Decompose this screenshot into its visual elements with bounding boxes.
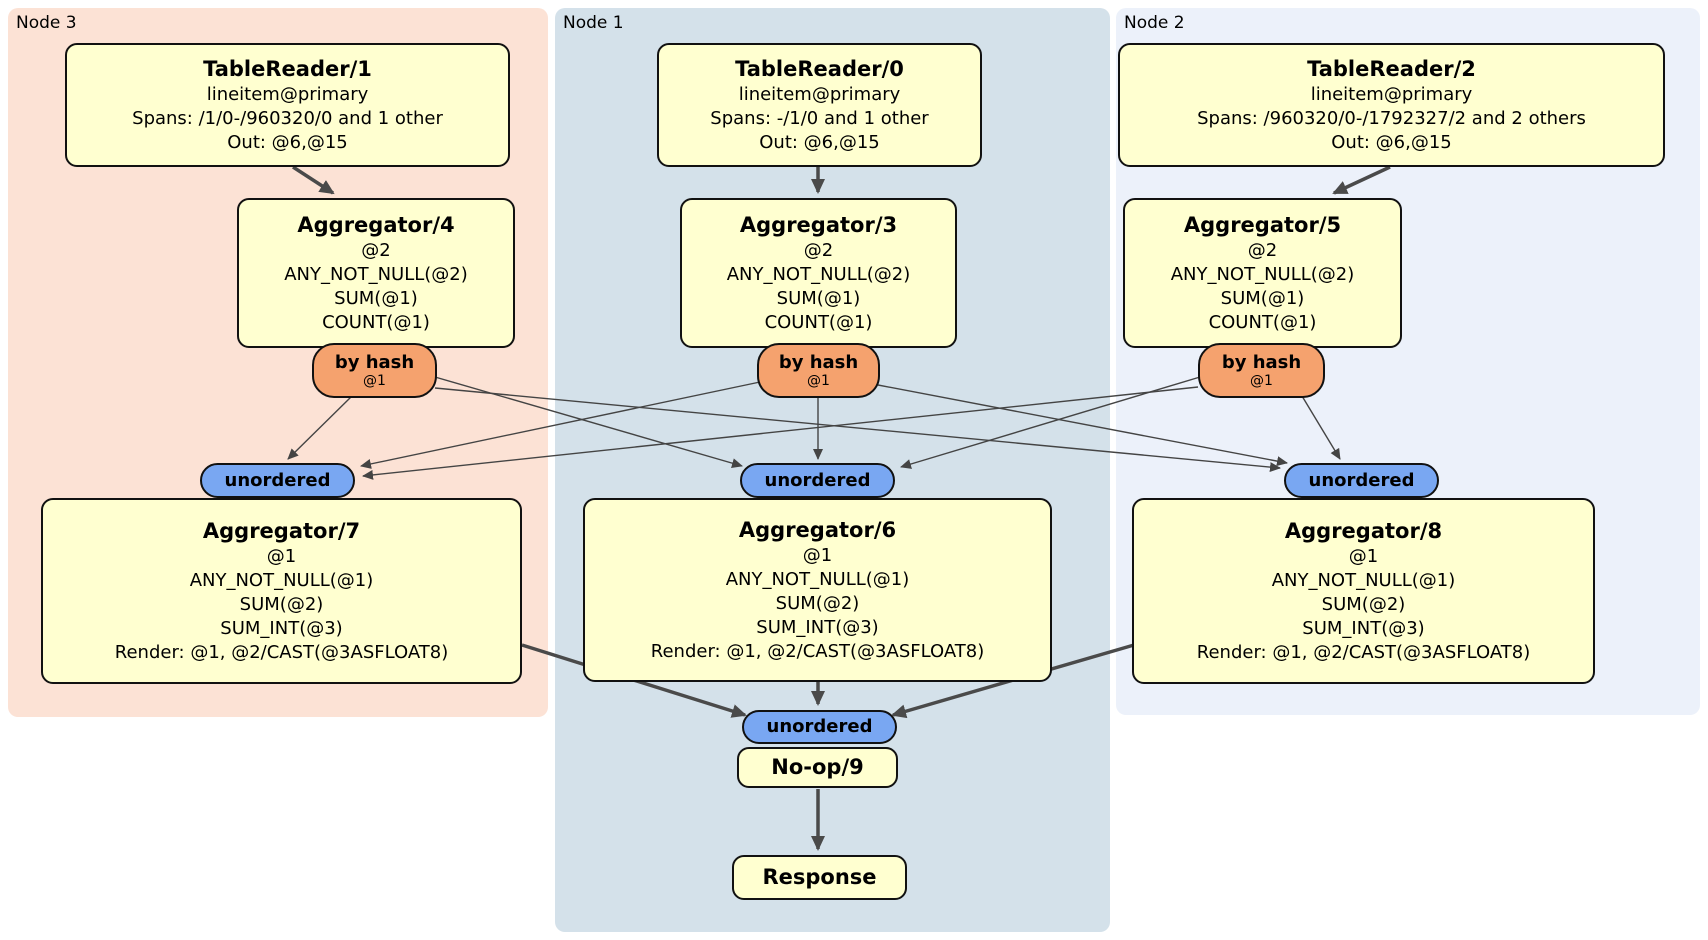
op-title: Aggregator/6 <box>738 517 897 542</box>
op-line: @2 <box>803 239 834 261</box>
op-title: Aggregator/4 <box>297 212 455 237</box>
op-line: ANY_NOT_NULL(@1) <box>1271 569 1456 591</box>
sync-label: unordered <box>764 469 871 491</box>
op-noop-9: No-op/9 <box>737 747 898 788</box>
router-label: by hash <box>778 351 859 373</box>
op-line: Spans: /960320/0-/1792327/2 and 2 others <box>1197 107 1586 129</box>
router-by-hash-node3: by hash @1 <box>312 343 437 398</box>
op-line: SUM(@2) <box>239 593 324 615</box>
op-title: TableReader/1 <box>203 56 372 81</box>
router-sub-label: @1 <box>1250 372 1273 389</box>
edge-hash1-sync3 <box>360 381 761 469</box>
op-line: SUM(@2) <box>775 592 860 614</box>
op-tablereader-1: TableReader/1 lineitem@primary Spans: /1… <box>65 43 510 167</box>
edge-hash3-sync1 <box>434 376 743 469</box>
op-title: Aggregator/7 <box>202 518 361 543</box>
router-sub-label: @1 <box>363 372 386 389</box>
op-aggregator-3: Aggregator/3 @2 ANY_NOT_NULL(@2) SUM(@1)… <box>680 198 957 348</box>
op-line: SUM(@1) <box>334 287 418 309</box>
op-line: Render: @1, @2/CAST(@3ASFLOAT8) <box>114 641 449 663</box>
router-by-hash-node1: by hash @1 <box>757 343 880 398</box>
op-title: No-op/9 <box>771 755 864 779</box>
op-line: COUNT(@1) <box>322 311 430 333</box>
op-line: Out: @6,@15 <box>759 131 880 153</box>
op-line: COUNT(@1) <box>764 311 873 333</box>
op-line: @2 <box>361 239 391 261</box>
op-line: SUM_INT(@3) <box>1302 617 1425 639</box>
router-by-hash-node2: by hash @1 <box>1198 343 1325 398</box>
op-line: lineitem@primary <box>738 83 901 105</box>
op-line: @1 <box>802 544 833 566</box>
op-line: SUM(@1) <box>1220 287 1305 309</box>
op-tablereader-0: TableReader/0 lineitem@primary Spans: -/… <box>657 43 982 167</box>
router-label: by hash <box>1221 351 1302 373</box>
region-label-node1: Node 1 <box>563 13 624 33</box>
edge-hash2-sync2 <box>1301 395 1341 460</box>
op-line: COUNT(@1) <box>1208 311 1317 333</box>
sync-label: unordered <box>224 469 331 491</box>
op-title: TableReader/2 <box>1307 56 1476 81</box>
op-line: Out: @6,@15 <box>227 131 348 153</box>
op-aggregator-8: Aggregator/8 @1 ANY_NOT_NULL(@1) SUM(@2)… <box>1132 498 1595 684</box>
op-aggregator-5: Aggregator/5 @2 ANY_NOT_NULL(@2) SUM(@1)… <box>1123 198 1402 348</box>
op-title: Aggregator/3 <box>739 212 898 237</box>
router-label: by hash <box>334 351 415 373</box>
op-line: SUM_INT(@3) <box>220 617 343 639</box>
sync-label: unordered <box>1308 469 1415 491</box>
edge-hash3-sync2 <box>434 387 1281 473</box>
op-line: SUM_INT(@3) <box>756 616 879 638</box>
op-line: SUM(@1) <box>776 287 861 309</box>
op-aggregator-4: Aggregator/4 @2 ANY_NOT_NULL(@2) SUM(@1)… <box>237 198 515 348</box>
op-line: ANY_NOT_NULL(@1) <box>725 568 910 590</box>
op-line: ANY_NOT_NULL(@2) <box>284 263 468 285</box>
op-line: lineitem@primary <box>1310 83 1473 105</box>
router-sub-label: @1 <box>807 372 830 389</box>
op-line: lineitem@primary <box>206 83 369 105</box>
op-aggregator-7: Aggregator/7 @1 ANY_NOT_NULL(@1) SUM(@2)… <box>41 498 522 684</box>
edge-hash2-sync1 <box>900 376 1201 469</box>
op-line: @1 <box>1348 545 1379 567</box>
sync-unordered-node2: unordered <box>1284 463 1439 498</box>
op-line: Render: @1, @2/CAST(@3ASFLOAT8) <box>650 640 985 662</box>
op-line: ANY_NOT_NULL(@1) <box>189 569 374 591</box>
op-tablereader-2: TableReader/2 lineitem@primary Spans: /9… <box>1118 43 1665 167</box>
op-response: Response <box>732 855 907 900</box>
op-line: Render: @1, @2/CAST(@3ASFLOAT8) <box>1196 641 1531 663</box>
edge-hash1-sync2 <box>877 384 1288 467</box>
op-title: TableReader/0 <box>735 56 904 81</box>
op-aggregator-6: Aggregator/6 @1 ANY_NOT_NULL(@1) SUM(@2)… <box>583 498 1052 682</box>
edge-tr2-agg5 <box>1332 165 1391 195</box>
op-line: Spans: -/1/0 and 1 other <box>710 107 929 129</box>
op-line: Out: @6,@15 <box>1331 131 1452 153</box>
op-title: Aggregator/5 <box>1183 212 1342 237</box>
op-title: Aggregator/8 <box>1284 518 1443 543</box>
region-label-node2: Node 2 <box>1124 13 1185 33</box>
sync-label: unordered <box>766 716 873 737</box>
edge-tr1-agg4 <box>292 165 335 195</box>
region-label-node3: Node 3 <box>16 13 77 33</box>
op-line: @2 <box>1247 239 1278 261</box>
op-line: ANY_NOT_NULL(@2) <box>1170 263 1355 285</box>
edge-hash3-sync3 <box>287 395 353 460</box>
edge-hash2-sync3 <box>362 386 1199 480</box>
op-line: SUM(@2) <box>1321 593 1406 615</box>
sync-unordered-final: unordered <box>742 710 897 744</box>
op-line: Spans: /1/0-/960320/0 and 1 other <box>132 107 443 129</box>
op-line: @1 <box>266 545 297 567</box>
op-line: ANY_NOT_NULL(@2) <box>726 263 911 285</box>
sync-unordered-node1: unordered <box>740 463 895 498</box>
sync-unordered-node3: unordered <box>200 463 355 498</box>
op-title: Response <box>762 865 877 889</box>
